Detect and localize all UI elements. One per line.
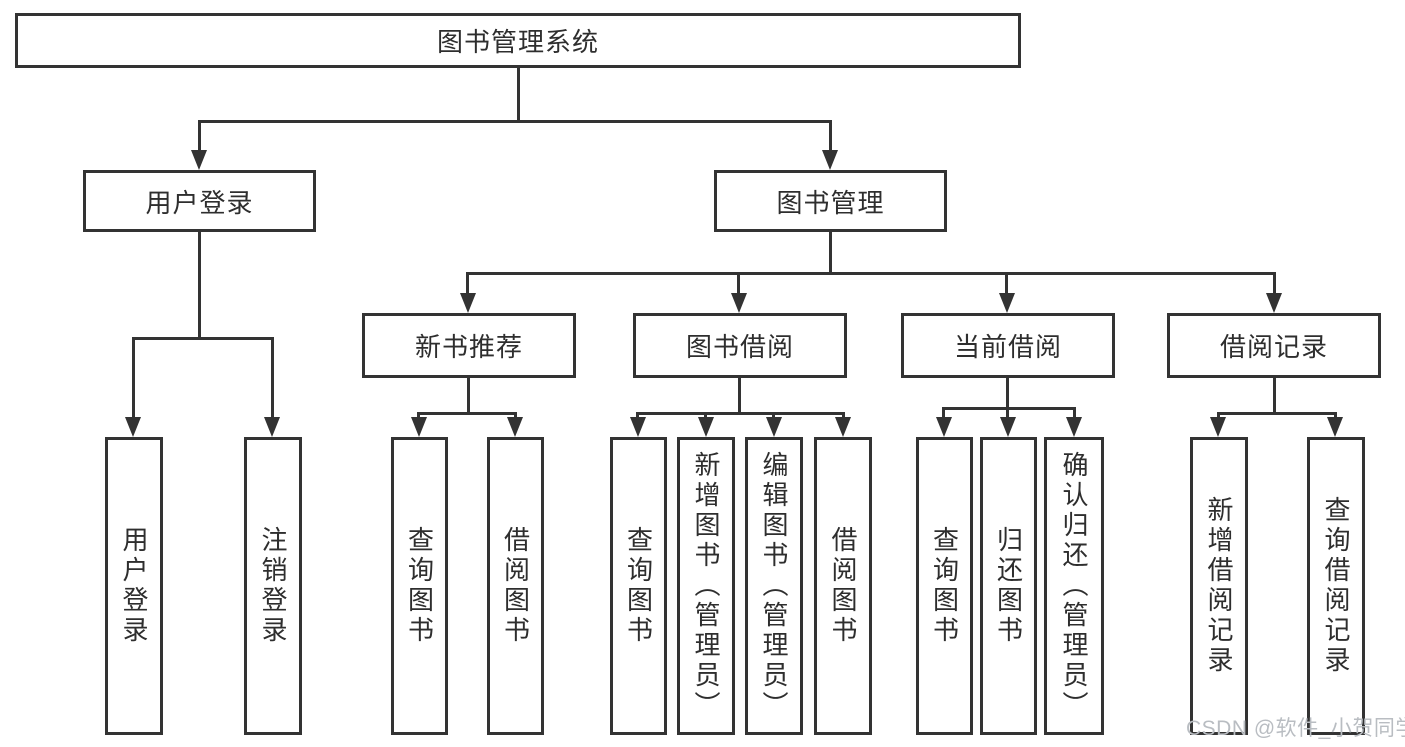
leaf-borrow-books-2: 借阅图书 (814, 437, 872, 735)
node-current-borrowing: 当前借阅 (901, 313, 1115, 378)
connector-current-stem (1006, 378, 1009, 409)
node-library-system: 图书管理系统 (15, 13, 1021, 68)
leaf-add-borrow-record: 新增借阅记录 (1190, 437, 1248, 735)
leaf-query-books-2: 查询图书 (610, 437, 667, 735)
connector-drop-queryrec (1334, 412, 1337, 421)
leaf-confirm-return-admin: 确认归还（管理员） (1044, 437, 1104, 735)
arrow-to-edit (766, 417, 782, 437)
arrow-to-user-login (191, 150, 207, 170)
connector-current-rail (942, 407, 1076, 410)
connector-newrec-rail (417, 412, 517, 415)
leaf-query-borrow-record: 查询借阅记录 (1307, 437, 1365, 735)
connector-record-stem (1273, 378, 1276, 414)
arrow-to-addrec (1210, 417, 1226, 437)
connector-drop-q3 (942, 407, 945, 420)
connector-drop-add (704, 412, 707, 421)
arrow-to-current (999, 293, 1015, 313)
node-borrow-records: 借阅记录 (1167, 313, 1381, 378)
connector-record-rail (1217, 412, 1337, 415)
arrow-to-confirm (1066, 417, 1082, 437)
connector-drop-b2 (842, 412, 845, 421)
connector-drop-book-mgmt (829, 120, 832, 152)
arrow-to-leaf-logout (264, 417, 280, 437)
csdn-watermark: CSDN @软件_小贺同学 (1186, 717, 1405, 740)
connector-drop-q1 (417, 412, 420, 421)
connector-drop-q2 (636, 412, 639, 421)
node-book-borrowing: 图书借阅 (633, 313, 847, 378)
leaf-add-books-admin: 新增图书（管理员） (677, 437, 735, 735)
arrow-to-book-borrow (731, 293, 747, 313)
connector-drop-addrec (1217, 412, 1220, 421)
leaf-logout: 注销登录 (244, 437, 302, 735)
leaf-user-login: 用户登录 (105, 437, 163, 735)
connector-newrec-stem (467, 378, 470, 414)
connector-drop-book-borrow (737, 272, 740, 298)
arrow-to-book-mgmt (822, 150, 838, 170)
arrow-to-new-rec (460, 293, 476, 313)
connector-drop-new-rec (466, 272, 469, 298)
arrow-to-return (1000, 417, 1016, 437)
connector-bookborrow-rail (636, 412, 845, 415)
arrow-to-q2 (630, 417, 646, 437)
connector-drop-b1 (514, 412, 517, 421)
arrow-to-record (1266, 293, 1282, 313)
connector-drop-record (1273, 272, 1276, 298)
connector-bookborrow-stem (738, 378, 741, 414)
node-book-management: 图书管理 (714, 170, 947, 232)
connector-drop-confirm (1073, 407, 1076, 420)
arrow-to-b2 (835, 417, 851, 437)
arrow-to-b1 (507, 417, 523, 437)
connector-drop-user-login (198, 120, 201, 152)
connector-drop-leaf-logout (271, 337, 274, 419)
connector-drop-leaf-login (132, 337, 135, 419)
node-user-login: 用户登录 (83, 170, 316, 232)
arrow-to-q1 (411, 417, 427, 437)
arrow-to-leaf-login (125, 417, 141, 437)
arrow-to-add (698, 417, 714, 437)
leaf-query-books-3: 查询图书 (916, 437, 973, 735)
connector-bookmgmt-rail (466, 272, 1276, 275)
leaf-edit-books-admin: 编辑图书（管理员） (745, 437, 803, 735)
connector-drop-current (1005, 272, 1008, 298)
node-new-book-recommend: 新书推荐 (362, 313, 576, 378)
arrow-to-q3 (936, 417, 952, 437)
connector-userlogin-stem (198, 232, 201, 338)
leaf-query-books-1: 查询图书 (391, 437, 448, 735)
connector-root-rail (198, 120, 832, 123)
connector-bookmgmt-stem (829, 232, 832, 274)
arrow-to-queryrec (1327, 417, 1343, 437)
leaf-borrow-books-1: 借阅图书 (487, 437, 544, 735)
connector-userlogin-rail (132, 337, 274, 340)
connector-root-stem (517, 68, 520, 122)
connector-drop-edit (772, 412, 775, 421)
leaf-return-books: 归还图书 (980, 437, 1037, 735)
connector-drop-return (1006, 407, 1009, 420)
